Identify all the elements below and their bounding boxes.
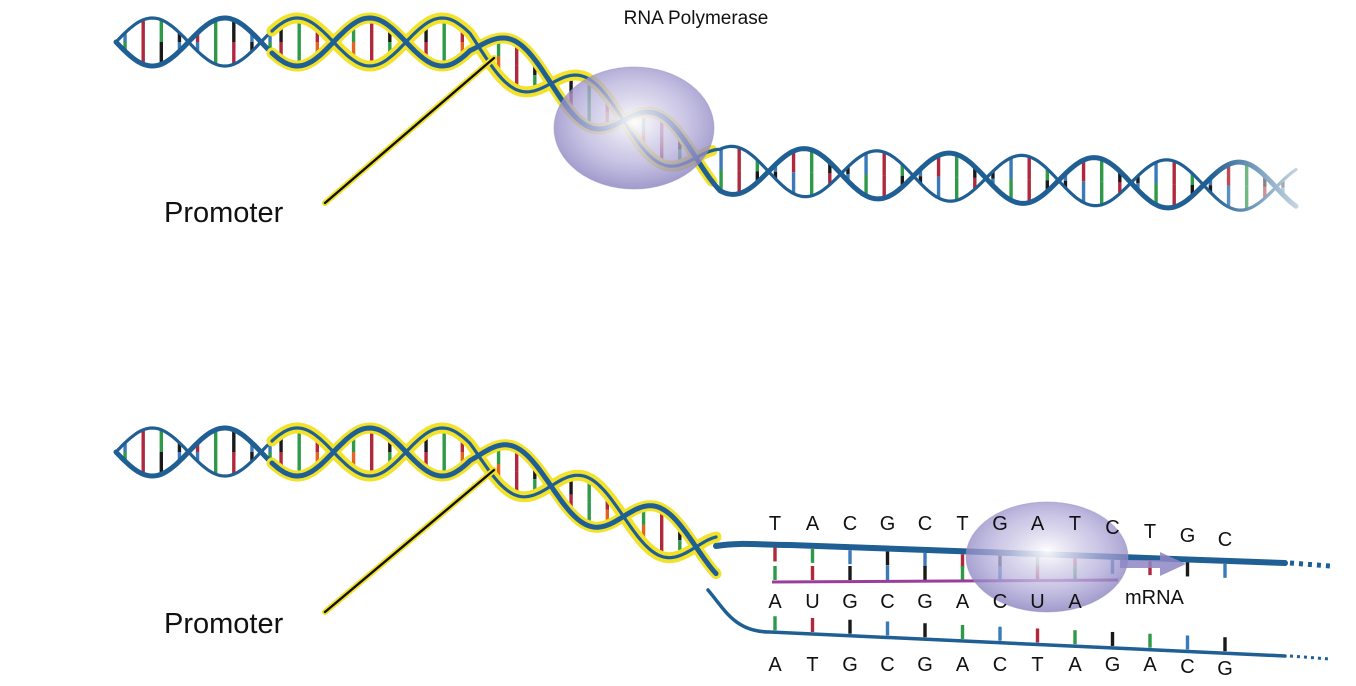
promoter-label-bottom: Promoter xyxy=(164,608,284,640)
template-base: C xyxy=(993,654,1007,676)
mrna-label: mRNA xyxy=(1125,587,1185,609)
coding-base: T xyxy=(769,513,781,535)
coding-base: G xyxy=(880,513,896,535)
template-base: A xyxy=(1143,654,1157,676)
mrna-base: A xyxy=(1068,591,1082,613)
coding-base: T xyxy=(1144,521,1156,543)
promoter-pointer-line-bottom-core xyxy=(323,468,496,614)
template-base: G xyxy=(917,654,933,676)
coding-base: G xyxy=(1180,525,1196,547)
dna-backbone-strand xyxy=(114,16,274,68)
promoter-pointer-line-top-core xyxy=(323,56,496,205)
template-strand-base-ticks xyxy=(773,616,1227,652)
rna-polymerase-label: RNA Polymerase xyxy=(624,8,769,29)
helix-rungs xyxy=(123,19,272,65)
promoter-label-top: Promoter xyxy=(164,197,284,229)
dna-backbone-strand xyxy=(710,144,1298,212)
coding-base: G xyxy=(992,513,1008,535)
dna-backbone-strand xyxy=(113,15,275,69)
dna-backbone-strand xyxy=(270,426,718,560)
coding-base: C xyxy=(843,513,857,535)
dna-backbone-strand xyxy=(269,425,719,577)
template-base: T xyxy=(1031,654,1043,676)
dna-backbone-strand xyxy=(114,426,274,478)
mrna-base: G xyxy=(842,591,858,613)
helix-fade xyxy=(1210,150,1310,240)
template-strand xyxy=(706,588,1331,661)
template-base: A xyxy=(1068,654,1082,676)
mrna-base: C xyxy=(880,591,894,613)
template-base: A xyxy=(768,654,782,676)
dna-backbone-strand xyxy=(709,146,1299,211)
template-base: G xyxy=(842,654,858,676)
template-base: G xyxy=(1105,654,1121,676)
mrna-base: U xyxy=(805,591,819,613)
template-base: A xyxy=(956,654,970,676)
coding-base: C xyxy=(1105,517,1119,539)
dna-helix-upstream-bottom xyxy=(113,425,275,479)
dna-helix-downstream xyxy=(709,144,1299,212)
template-base: C xyxy=(1180,656,1194,678)
template-base: G xyxy=(1217,658,1233,680)
top-panel: RNA Polymerase Promoter xyxy=(113,8,1310,240)
mrna-base: A xyxy=(956,591,970,613)
mrna-base: G xyxy=(917,591,933,613)
direction-arrow xyxy=(1120,552,1186,576)
coding-base: A xyxy=(1031,513,1045,535)
coding-base: T xyxy=(1069,513,1081,535)
coding-base: C xyxy=(918,513,932,535)
mrna-base: A xyxy=(768,591,782,613)
rna-polymerase-bottom xyxy=(965,501,1129,613)
template-base: C xyxy=(880,654,894,676)
dna-backbone-strand xyxy=(113,425,275,479)
coding-base: A xyxy=(806,513,820,535)
coding-base: T xyxy=(956,513,968,535)
rna-polymerase-top xyxy=(553,66,715,190)
template-base: T xyxy=(806,654,818,676)
dna-helix-promoter-region-bottom xyxy=(266,422,722,580)
mrna-base: C xyxy=(993,591,1007,613)
dna-helix-upstream xyxy=(113,15,275,69)
coding-base: C xyxy=(1218,529,1232,551)
mrna-base: U xyxy=(1030,591,1044,613)
